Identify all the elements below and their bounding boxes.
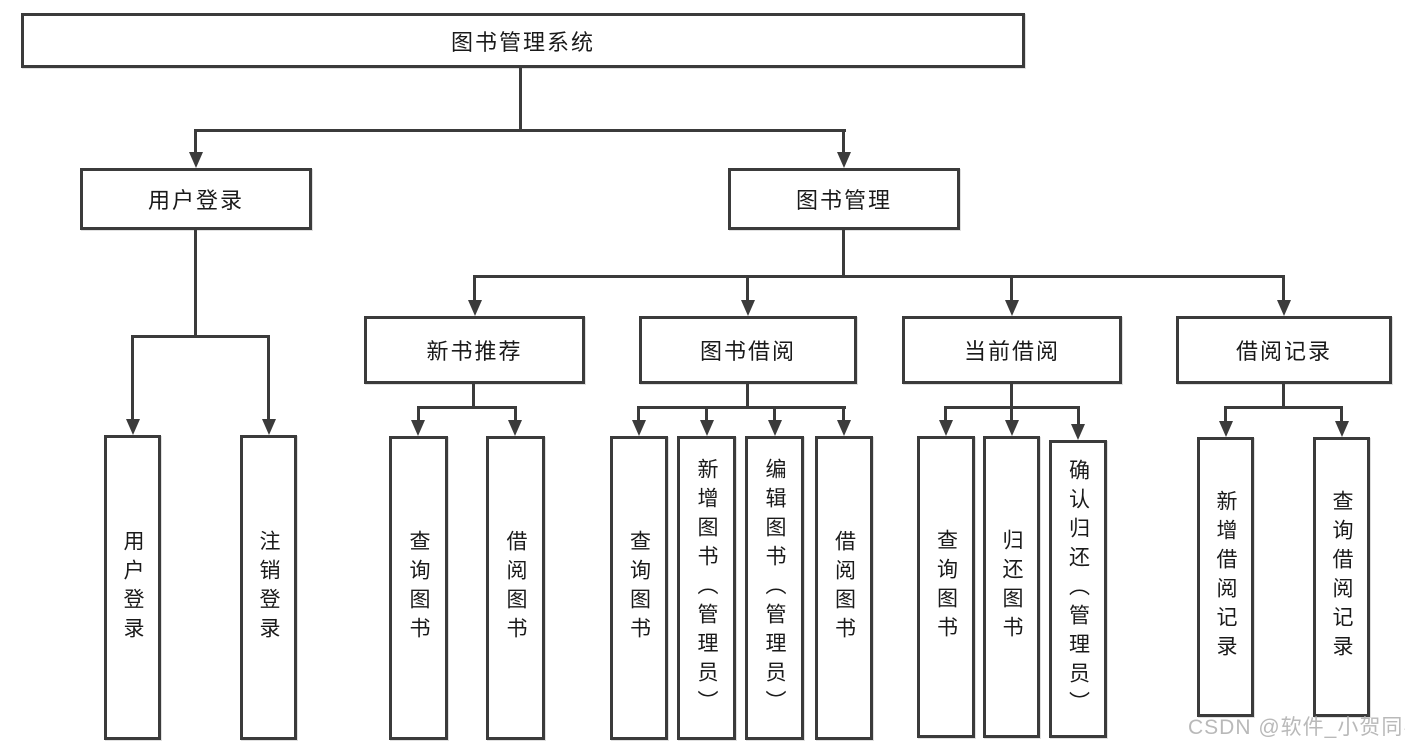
arrowhead-borrow-records [1277,300,1291,316]
node-user-login: 用户登录 [80,168,312,230]
arrowhead-user-login [189,152,203,168]
connector-drop-current-borrow [1010,275,1013,302]
leaf-return-book: 归还图书 [983,436,1040,738]
leaf-label: 查询图书 [934,529,958,645]
leaf-label: 新增借阅记录 [1214,490,1237,664]
connector-borrow-records-branch [1224,406,1343,409]
leaf-label: 注销登录 [257,529,280,646]
leaf-query-borrow-record: 查询借阅记录 [1313,437,1370,717]
connector-book-borrow-stem [746,384,749,406]
leaf-query-books-3: 查询图书 [917,436,975,738]
node-new-book-recommend: 新书推荐 [364,316,585,384]
connector-user-login-branch [131,335,270,338]
connector-book-borrow-branch [637,406,846,409]
leaf-add-book-admin: 新增图书（管理员） [677,436,736,740]
connector-drop-add-record [1224,406,1227,422]
connector-drop-borrow1 [514,406,517,422]
arrowhead-book-mgmt [837,152,851,168]
connector-drop-query1 [417,406,420,422]
connector-root-stem [519,68,522,129]
connector-user-login-stem [194,230,197,335]
node-label: 图书借阅 [699,339,796,364]
arrowhead-return-book [1005,420,1019,436]
leaf-user-login: 用户登录 [104,435,161,740]
arrowhead-query3 [939,420,953,436]
leaf-label: 新增图书（管理员） [695,457,718,719]
arrowhead-query2 [632,420,646,436]
connector-drop-add-book [705,406,708,422]
node-label: 新书推荐 [426,339,523,364]
connector-drop-query2 [637,406,640,422]
arrowhead-confirm-return [1071,424,1085,440]
leaf-add-borrow-record: 新增借阅记录 [1197,437,1254,717]
connector-drop-edit-book [773,406,776,422]
leaf-label: 编辑图书（管理员） [763,457,786,719]
connector-drop-borrow-records [1282,275,1285,302]
arrowhead-leaf-logout [262,419,276,435]
arrowhead-current-borrow [1005,300,1019,316]
node-label: 当前借阅 [963,339,1060,364]
csdn-watermark: CSDN @软件_小贺同学 [1188,716,1405,739]
node-label: 图书管理 [795,188,892,213]
arrowhead-leaf-user-login [126,419,140,435]
connector-drop-new-books [473,275,476,302]
connector-drop-borrow2 [842,406,845,422]
connector-drop-leaf-logout [267,335,270,421]
node-book-management: 图书管理 [728,168,960,230]
arrowhead-new-books [468,300,482,316]
connector-new-books-branch [417,406,517,409]
arrowhead-query-record [1335,421,1349,437]
node-label: 用户登录 [147,188,244,213]
node-book-borrow: 图书借阅 [639,316,857,384]
connector-level3-branch [473,275,1285,278]
leaf-label: 借阅图书 [504,530,527,646]
leaf-query-books-2: 查询图书 [610,436,668,740]
node-root-system: 图书管理系统 [21,13,1025,68]
connector-drop-query3 [944,406,947,422]
leaf-label: 查询图书 [627,530,651,646]
leaf-confirm-return-admin: 确认归还（管理员） [1049,440,1107,738]
node-borrow-records: 借阅记录 [1176,316,1392,384]
connector-drop-return-book [1010,406,1013,422]
arrowhead-query1 [411,420,425,436]
leaf-label: 确认归还（管理员） [1066,458,1090,720]
leaf-label: 查询借阅记录 [1330,490,1353,664]
connector-drop-query-record [1340,406,1343,422]
node-current-borrow: 当前借阅 [902,316,1122,384]
arrowhead-add-book [700,420,714,436]
connector-new-books-stem [472,384,475,406]
leaf-edit-book-admin: 编辑图书（管理员） [745,436,804,740]
leaf-logout: 注销登录 [240,435,297,740]
connector-drop-leaf-user-login [131,335,134,421]
arrowhead-edit-book [768,420,782,436]
node-label: 图书管理系统 [450,29,595,55]
leaf-label: 借阅图书 [832,530,856,646]
connector-current-borrow-stem [1010,384,1013,406]
leaf-label: 用户登录 [121,529,144,646]
leaf-query-books-1: 查询图书 [389,436,448,740]
leaf-borrow-books-1: 借阅图书 [486,436,545,740]
connector-drop-user-login [194,129,197,155]
node-label: 借阅记录 [1235,339,1332,364]
leaf-label: 归还图书 [1000,529,1023,645]
connector-level2-branch [194,129,846,132]
connector-book-mgmt-stem [842,230,845,275]
connector-drop-confirm-return [1077,406,1080,424]
connector-borrow-records-stem [1282,384,1285,406]
arrowhead-book-borrow [741,300,755,316]
connector-drop-book-mgmt [842,129,845,155]
connector-drop-book-borrow [746,275,749,302]
arrowhead-borrow1 [508,420,522,436]
leaf-label: 查询图书 [407,530,430,646]
arrowhead-add-record [1219,421,1233,437]
arrowhead-borrow2 [837,420,851,436]
leaf-borrow-books-2: 借阅图书 [815,436,873,740]
